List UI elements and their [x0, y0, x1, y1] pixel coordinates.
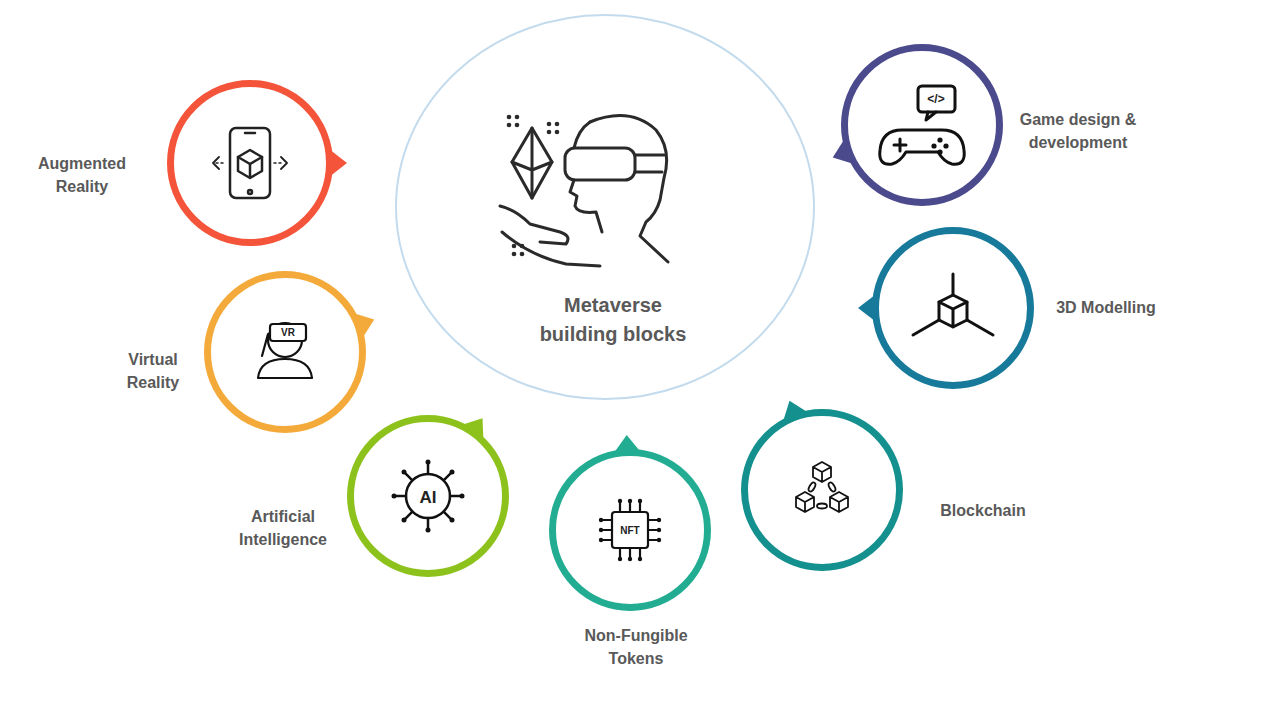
- circle-outline: [171, 84, 330, 243]
- icon-text: </>: [927, 93, 944, 105]
- topic-label: Game design & development: [1008, 108, 1148, 154]
- topic-label: Virtual Reality: [117, 348, 189, 394]
- topic-circle: Virtual Reality: [204, 271, 366, 433]
- topic-label: Augmented Reality: [32, 152, 132, 198]
- pointer-triangle: [461, 418, 484, 441]
- topic-circle: 3D Modelling: [872, 227, 1034, 389]
- circle-outline: [208, 275, 363, 430]
- nft-chip-icon: [599, 499, 661, 561]
- metaverse-illustration: [500, 115, 668, 266]
- gamepad-icon: [880, 86, 965, 164]
- node-outline: [167, 80, 333, 246]
- 3d-cube-icon: [913, 274, 993, 335]
- pointer-triangle: [858, 294, 876, 322]
- vr-headset-icon: [258, 323, 312, 378]
- topic-label: Non-Fungible Tokens: [576, 624, 696, 670]
- circle-outline: [351, 419, 506, 574]
- ar-phone-icon: [213, 128, 287, 198]
- blockchain-icon: [796, 462, 848, 512]
- circle-outline: [876, 231, 1031, 386]
- topic-circle: Augmented Reality: [167, 80, 333, 246]
- circle-outline: [553, 453, 708, 608]
- topic-label: 3D Modelling: [1036, 296, 1176, 319]
- centre-ellipse: Metaverse building blocks: [395, 14, 815, 400]
- centre-title: Metaverse building blocks: [523, 291, 703, 349]
- node-outline: [741, 409, 903, 571]
- ai-brain-icon: [392, 460, 465, 533]
- pointer-triangle: [783, 401, 809, 423]
- topic-circle: Blockchain: [741, 409, 903, 571]
- topic-circle: Game design & development: [841, 44, 1003, 206]
- node-outline: [841, 44, 1003, 206]
- pointer-triangle: [833, 138, 855, 164]
- node-outline: [872, 227, 1034, 389]
- node-outline: [204, 271, 366, 433]
- circle-outline: [396, 15, 814, 399]
- icon-text: VR: [281, 328, 295, 338]
- circle-outline: [845, 48, 1000, 203]
- pointer-triangle: [352, 313, 374, 339]
- icon-text: AI: [420, 489, 437, 506]
- icon-text: NFT: [620, 526, 639, 536]
- pointer-triangle: [329, 149, 347, 178]
- topic-label: Blockchain: [923, 499, 1043, 522]
- topic-label: Artificial Intelligence: [233, 505, 333, 551]
- pointer-triangle: [613, 435, 641, 454]
- circle-outline: [745, 413, 900, 568]
